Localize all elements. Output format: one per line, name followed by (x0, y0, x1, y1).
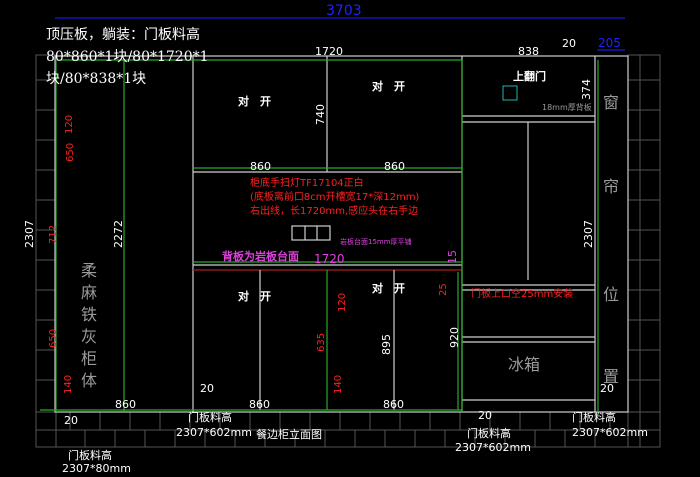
dim-right-height: 2307 (582, 220, 595, 248)
label-window-3: 位 (603, 285, 619, 304)
dim-lower-h2: 920 (448, 327, 461, 348)
label-window-4: 置 (603, 367, 619, 386)
dim-gap-top: 20 (562, 37, 576, 50)
dim-upper-door: 740 (314, 104, 327, 125)
dim-window-width: 205 (598, 36, 621, 50)
label-material-3: 门板料高 (572, 410, 616, 424)
dim-left-650b: 650 (48, 329, 59, 348)
dim-handle-635: 635 (316, 333, 327, 352)
label-window-2: 帘 (603, 177, 619, 196)
light-note-2: (底板离前口8cm开槽宽17*深12mm) (250, 190, 419, 203)
label-top-flip-door: 上翻门 (513, 69, 546, 83)
dim-lower-h1: 895 (380, 334, 393, 355)
dim-right-top: 838 (518, 45, 539, 58)
label-double-door-3: 对 开 (238, 289, 271, 303)
dim-upper-w1: 860 (250, 160, 271, 173)
dim-left-712: 712 (48, 225, 59, 244)
dim-door-gap: 25 (438, 283, 449, 296)
label-material-4: 门板料高 (68, 448, 112, 462)
dim-left-inner: 2272 (112, 220, 125, 248)
dim-gap-20a: 20 (200, 382, 214, 395)
label-fridge: 冰箱 (508, 355, 540, 374)
dim-bottom-w1: 860 (115, 398, 136, 411)
label-size-3: 2307*602mm (572, 426, 648, 439)
label-double-door-1: 对 开 (238, 94, 271, 108)
dim-gap-20d: 20 (600, 382, 614, 395)
label-size-1: 2307*602mm (176, 426, 252, 439)
dim-mid-top: 1720 (315, 45, 343, 58)
dim-bottom-w2: 860 (249, 398, 270, 411)
dim-overall-width: 3703 (326, 3, 362, 19)
label-back-stone: 背板为岩板台面 (222, 249, 299, 263)
dim-gap-20b: 20 (64, 414, 78, 427)
dim-top-handle: 120 (64, 115, 75, 134)
dim-bottom-w3: 860 (383, 398, 404, 411)
label-body-5: 柜 (81, 349, 97, 368)
label-body-2: 麻 (81, 283, 97, 302)
label-back-panel: 18mm厚背板 (542, 102, 592, 112)
label-double-door-2: 对 开 (372, 79, 405, 93)
brick-wall (35, 54, 661, 448)
label-double-door-4: 对 开 (372, 281, 405, 295)
label-body-6: 体 (81, 371, 97, 390)
socket-icon (502, 85, 518, 101)
dim-counter-thk: 15 (446, 250, 459, 264)
light-note-1: 柜底手扫灯TF17104正白 (250, 176, 364, 189)
dim-counter: 1720 (314, 252, 345, 266)
label-size-4: 2307*80mm (62, 462, 131, 475)
label-body-4: 灰 (81, 327, 97, 346)
dim-left-650a: 650 (65, 143, 76, 162)
light-fixture-icon (291, 225, 331, 241)
dim-top-door: 374 (580, 79, 593, 100)
label-body-1: 柔 (81, 261, 97, 280)
dim-handle-120: 120 (337, 293, 348, 312)
dim-gap-20c: 20 (478, 409, 492, 422)
label-size-2: 2307*602mm (455, 441, 531, 454)
label-door-gap-note: 门板上口空25mm安装 (471, 287, 573, 300)
label-window-1: 窗 (603, 93, 619, 112)
light-note-3: 右出线，长1720mm,感应头在右手边 (250, 204, 418, 217)
label-body-3: 铁 (81, 305, 97, 324)
drawing-title: 餐边柜立面图 (256, 427, 322, 441)
top-note: 顶压板，躺装：门板料高80*860*1块/80*1720*1块/80*838*1… (46, 27, 209, 87)
label-stone-note: 岩板台面15mm厚平铺 (340, 237, 412, 246)
door-lines (40, 17, 625, 412)
label-material-1: 门板料高 (188, 410, 232, 424)
dim-handle-140b: 140 (333, 375, 344, 394)
label-material-2: 门板料高 (467, 426, 511, 440)
dim-upper-w2: 860 (384, 160, 405, 173)
dim-handle-140a: 140 (63, 375, 74, 394)
dim-overall-height: 2307 (23, 220, 36, 248)
